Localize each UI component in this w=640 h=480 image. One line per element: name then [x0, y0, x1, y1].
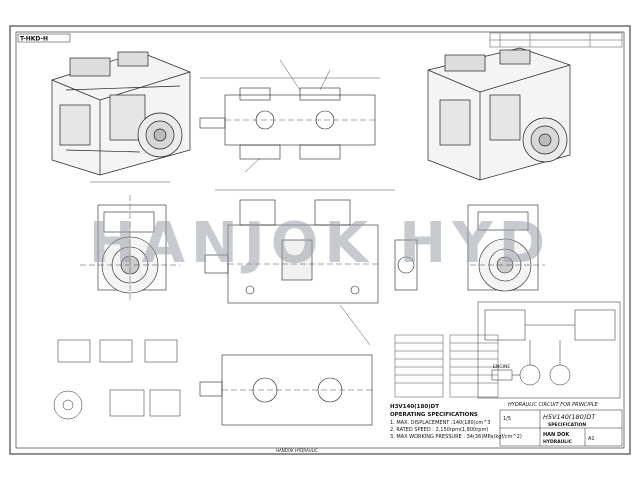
title-sheet: A1	[588, 436, 595, 442]
pump-front-view	[80, 181, 180, 300]
title-block	[499, 409, 623, 447]
engine-label: ENGINE	[493, 364, 510, 370]
spec-title: H3V140(180)DT	[390, 404, 439, 410]
spec-line-2: 2. RATED SPEED : 2,150rpm(1,800rpm)	[390, 427, 488, 433]
spec-line-3: 3. MAX WORKING PRESSURE : 34(36)MPa(kgf/…	[390, 434, 522, 440]
spline-tables	[394, 334, 499, 398]
title-company: HAN DOK	[543, 432, 570, 438]
revision-table	[489, 32, 623, 48]
circuit-caption: HYDRAULIC CIRCUIT FOR PRINCIPLE	[508, 402, 599, 408]
detail-views	[53, 339, 181, 420]
pump-rear-view	[394, 239, 418, 291]
hydraulic-circuit	[477, 301, 621, 399]
outer-frame	[9, 25, 631, 455]
corner-code: T-HKD-H	[20, 36, 48, 43]
pump-isometric-left	[51, 51, 191, 176]
pump-bottom-view	[199, 354, 373, 426]
footer-note: HANDOK HYDRAULIC	[276, 448, 318, 453]
pump-top-view	[199, 59, 380, 173]
title-model: H5V140(180)DT	[543, 413, 596, 421]
pump-right-view	[467, 204, 545, 292]
watermark: HANJOK HYD	[89, 211, 551, 276]
pump-side-view	[204, 189, 395, 346]
spec-line-1: 1. MAX. DISPLACEMENT :140(180)cm^3	[390, 420, 491, 426]
title-scale: 1/5	[503, 416, 511, 422]
title-company-sub: HYDRAULIC	[543, 439, 573, 445]
title-subtitle: SPECIFICATION	[548, 422, 586, 428]
spec-heading: OPERATING SPECIFICATIONS	[390, 412, 478, 418]
pump-isometric-right	[427, 47, 571, 181]
inner-frame	[15, 31, 625, 449]
